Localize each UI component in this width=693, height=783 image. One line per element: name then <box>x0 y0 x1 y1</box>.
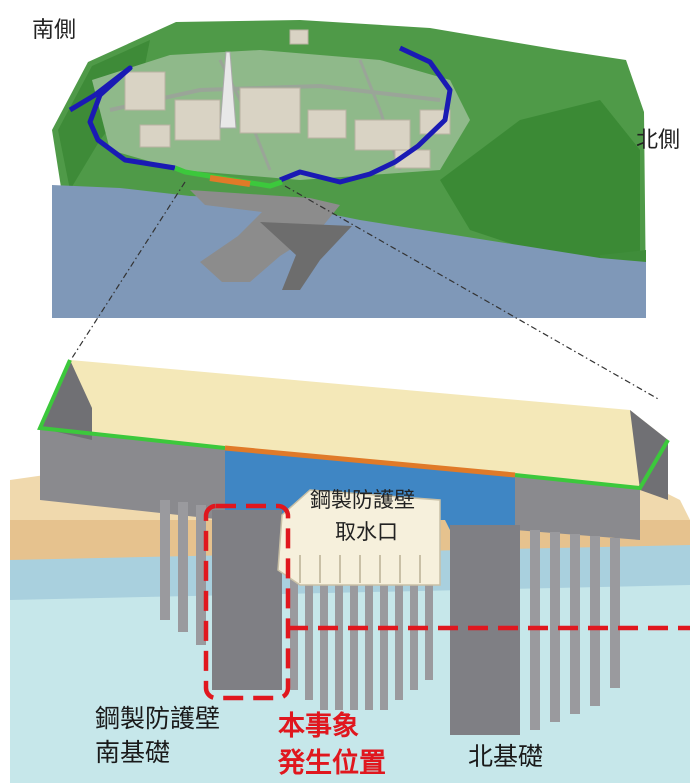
seawall-route-north <box>279 45 453 185</box>
label-event-1: 本事象 <box>278 711 359 742</box>
orange-edge <box>224 445 516 478</box>
wall-left <box>40 428 225 520</box>
wall-right <box>515 475 640 540</box>
intake-slots <box>299 555 421 583</box>
event-location-box <box>203 503 291 701</box>
label-intake: 取水口 <box>335 520 398 544</box>
green-edge-left <box>37 359 226 450</box>
leader-line-left <box>71 181 186 359</box>
label-north-foundation: 北基礎 <box>468 742 544 771</box>
buildings <box>124 29 451 169</box>
cutaway-model <box>10 359 690 783</box>
forest-north <box>440 100 640 260</box>
label-steel-wall: 鋼製防護壁 <box>310 488 415 512</box>
label-south-foundation-2: 南基礎 <box>95 738 171 767</box>
orange-section <box>209 175 251 187</box>
leader-line-right <box>284 185 661 401</box>
green-edge-right <box>514 438 670 491</box>
aerial-site-model <box>52 20 661 401</box>
label-south-side: 南側 <box>32 18 77 43</box>
exhaust-stack <box>219 51 237 129</box>
seawall-route <box>68 65 176 171</box>
label-south-foundation-1: 鋼製防護壁 <box>95 704 221 733</box>
south-foundation <box>212 510 282 690</box>
sea <box>52 185 646 318</box>
breakwater <box>260 222 352 290</box>
right-tower <box>630 410 668 500</box>
label-north-side: 北側 <box>636 128 681 153</box>
left-tower <box>40 360 92 440</box>
label-event-2: 発生位置 <box>278 748 386 779</box>
port-area <box>190 190 340 282</box>
